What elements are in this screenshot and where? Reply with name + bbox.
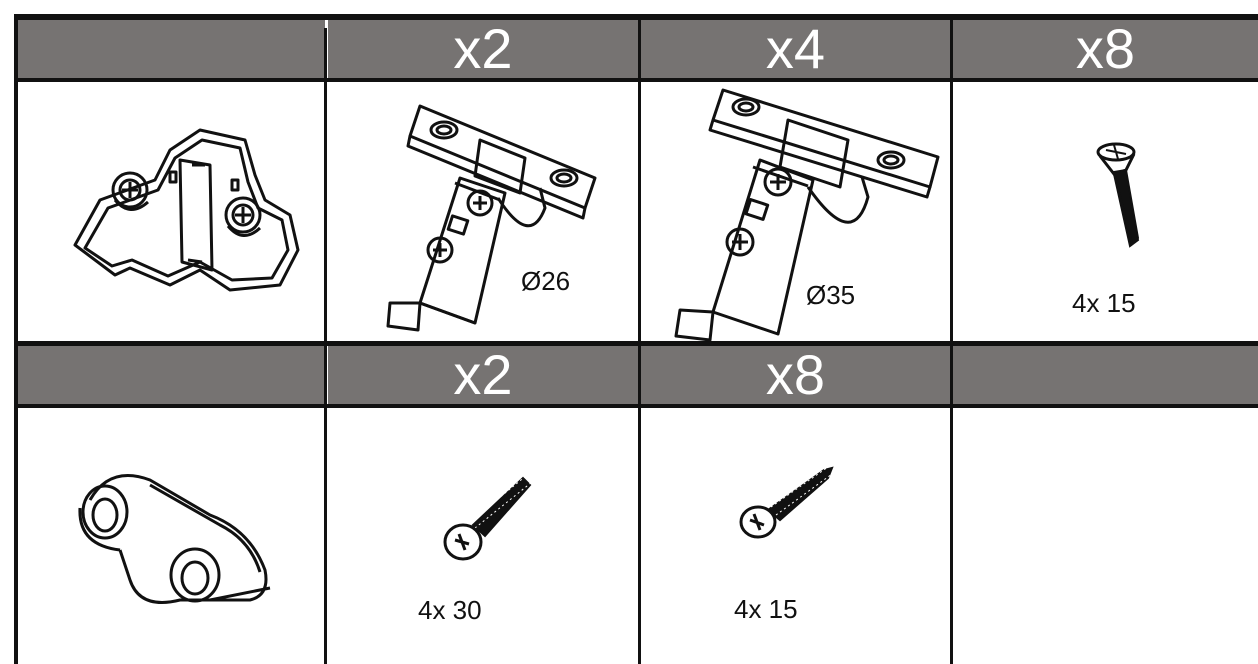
header-cell-1-4: x8 [953, 20, 1258, 78]
long-screw-icon [443, 474, 533, 561]
mounting-plate-icon [73, 128, 300, 292]
header-cell-2-2: x2 [328, 346, 638, 404]
countersunk-screw-icon [1096, 142, 1140, 248]
grid-line-v3 [950, 14, 953, 664]
cable-clip-icon [78, 474, 271, 604]
short-screw-icon [739, 466, 834, 539]
hinge-26-label: Ø26 [521, 266, 571, 296]
hinge-26-icon [386, 104, 597, 332]
grid-line-h3 [14, 404, 1258, 408]
header-cell-1-3: x4 [641, 20, 950, 78]
header-cell-1-1 [18, 20, 325, 78]
grid-line-v2 [638, 14, 641, 664]
parts-grid [14, 14, 1258, 664]
grid-line-h2 [14, 341, 1258, 346]
grid-line-h1 [14, 78, 1258, 82]
long-screw-label: 4x 30 [418, 595, 482, 625]
countersunk-screw-label: 4x 15 [1072, 288, 1136, 318]
header-cell-2-1 [18, 346, 325, 404]
header-cell-2-3: x8 [641, 346, 950, 404]
hinge-35-icon [674, 88, 940, 342]
short-screw-label: 4x 15 [734, 594, 798, 624]
header-cell-2-4 [953, 346, 1258, 404]
hinge-35-label: Ø35 [806, 280, 856, 310]
header-cell-1-2: x2 [328, 20, 638, 78]
grid-line-v1 [324, 28, 327, 664]
